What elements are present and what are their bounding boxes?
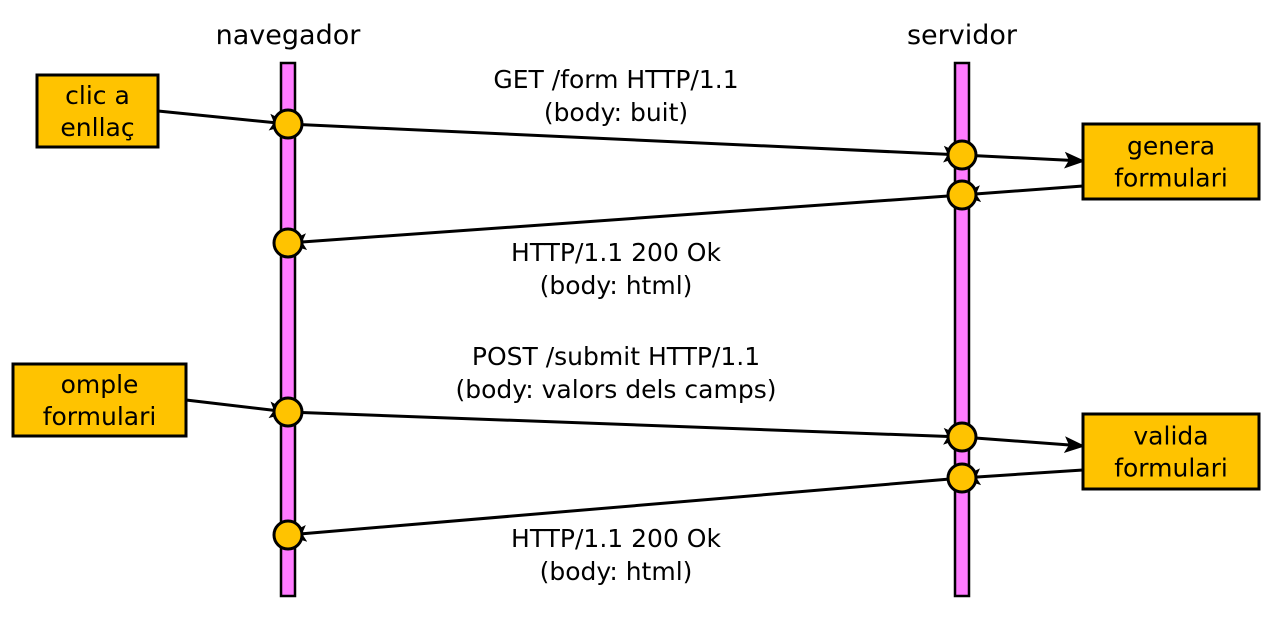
message-label-m2: HTTP/1.1 200 Ok	[511, 238, 721, 267]
message-label-m4: HTTP/1.1 200 Ok	[511, 524, 721, 553]
actor-box-line: genera	[1127, 132, 1215, 161]
node-layer	[272, 108, 978, 551]
lifeline-layer	[279, 61, 971, 598]
message-label-m1: GET /form HTTP/1.1	[493, 65, 738, 94]
actor-box-genera-formulari: genera formulari	[1081, 122, 1261, 201]
connector-c5	[961, 435, 1086, 453]
event-node-n7	[946, 462, 978, 494]
lifeline-bar-browser	[279, 61, 297, 598]
connector-c6	[959, 468, 1084, 486]
message-line-m2	[285, 193, 963, 251]
message-line-layer	[285, 122, 965, 542]
actor-box-valida-formulari: valida formulari	[1081, 412, 1261, 491]
message-line-m1	[287, 122, 965, 163]
actor-box-rect	[1081, 412, 1261, 491]
actor-box-line: formulari	[43, 402, 157, 431]
connector-c1	[157, 109, 291, 131]
event-node-n3	[946, 179, 978, 211]
lifeline-label-browser: navegador	[216, 20, 362, 51]
actor-box-line: valida	[1133, 422, 1208, 451]
connector-c4	[185, 398, 291, 419]
actor-box-line: enllaç	[60, 113, 134, 142]
message-label-m4: (body: html)	[540, 557, 693, 586]
message-label-m3: (body: valors dels camps)	[456, 375, 777, 404]
actor-box-clic-enllac: clic a enllaç	[35, 73, 160, 149]
actor-box-line: formulari	[1114, 454, 1228, 483]
connector-c3	[959, 184, 1084, 202]
message-label-m3: POST /submit HTTP/1.1	[472, 342, 760, 371]
lifeline-label-server: servidor	[907, 20, 1018, 51]
event-node-n6	[946, 421, 978, 453]
message-label-m2: (body: html)	[540, 271, 693, 300]
connector-c2	[961, 151, 1086, 169]
actor-box-line: omple	[61, 370, 139, 399]
actor-box-rect	[11, 362, 188, 438]
message-line-m4	[285, 476, 963, 542]
actor-box-line: formulari	[1114, 164, 1228, 193]
event-node-n2	[946, 139, 978, 171]
actor-box-rect	[35, 73, 160, 149]
message-line-m3	[287, 410, 965, 445]
event-node-n4	[272, 227, 304, 259]
actor-box-layer: clic a enllaç genera formulari omple formular…	[11, 73, 1261, 491]
box-connector-layer	[157, 109, 1086, 486]
event-node-n1	[272, 108, 304, 140]
event-node-n5	[272, 396, 304, 428]
event-node-n8	[272, 519, 304, 551]
actor-box-rect	[1081, 122, 1261, 201]
actor-box-line: clic a	[65, 81, 130, 110]
actor-box-omple-formulari: omple formulari	[11, 362, 188, 438]
message-label-m1: (body: buit)	[544, 98, 688, 127]
